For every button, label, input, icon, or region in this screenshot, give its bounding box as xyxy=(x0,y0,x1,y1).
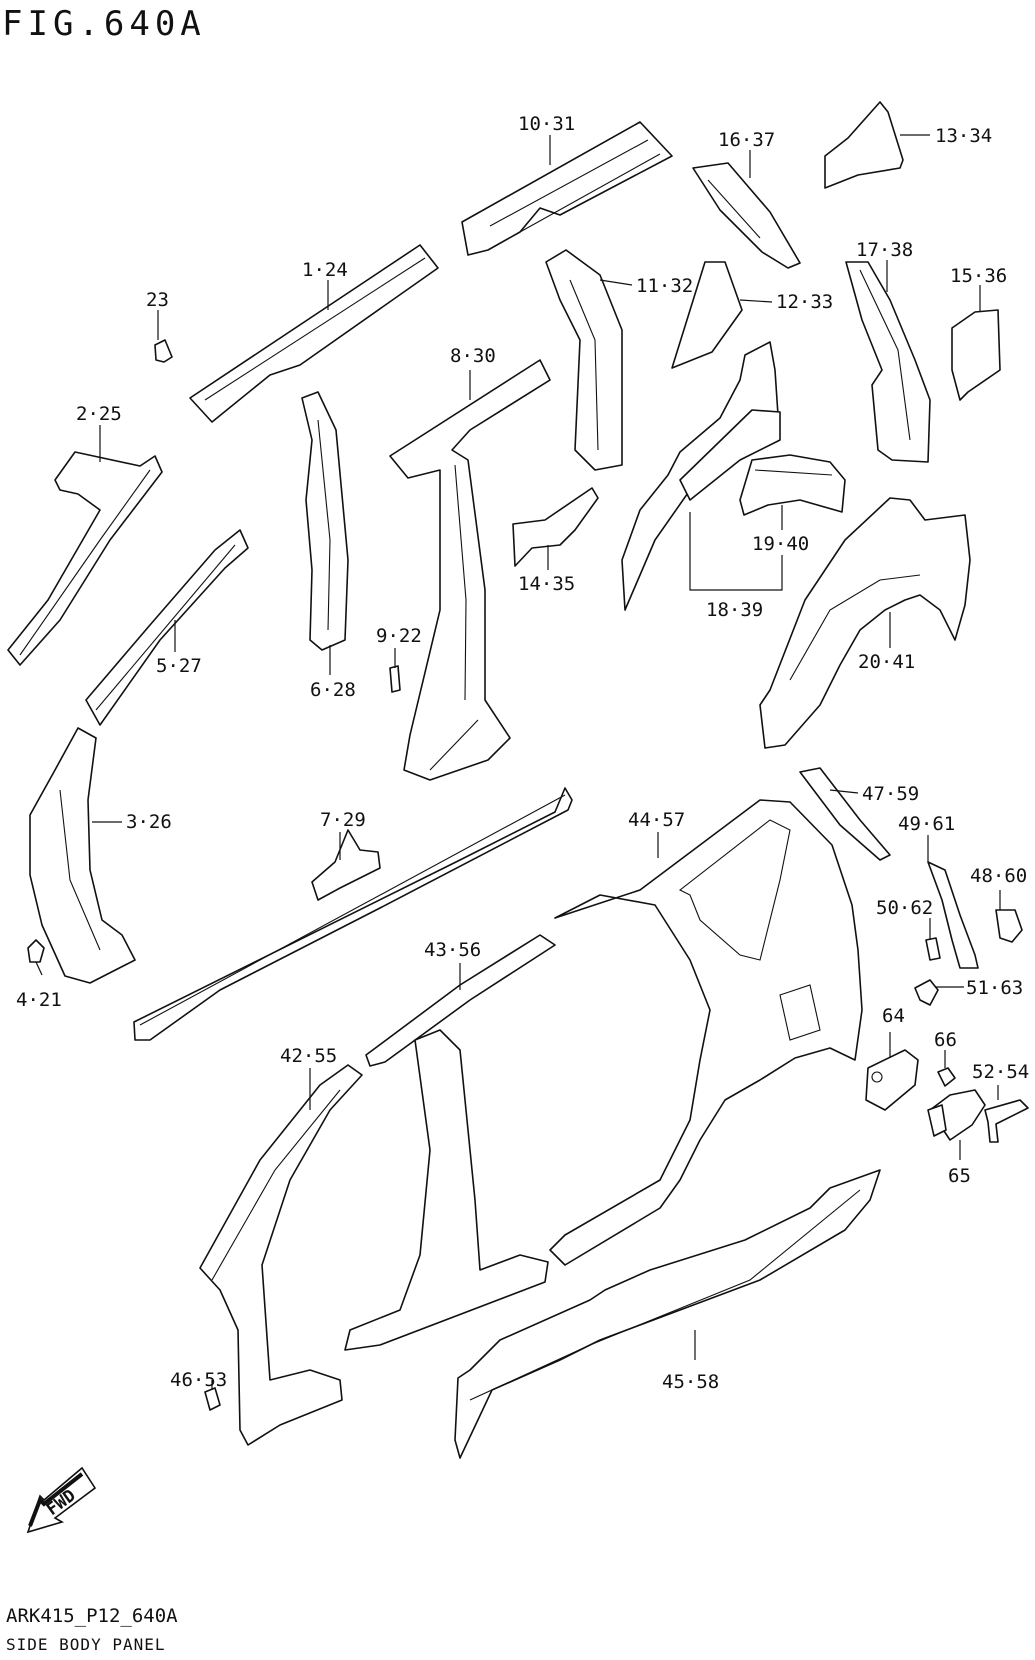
label-51-63: 51·63 xyxy=(966,977,1023,999)
part-11-32 xyxy=(545,249,623,471)
part-47-59 xyxy=(799,767,891,861)
part-42-55 xyxy=(199,1064,363,1446)
part-10-31 xyxy=(461,121,673,256)
callout-labels: 10·31 16·37 13·34 1·24 23 11·32 12·33 17… xyxy=(16,113,1029,1393)
part-4-21 xyxy=(27,939,45,963)
label-14-35: 14·35 xyxy=(518,573,575,595)
label-18-39: 18·39 xyxy=(706,599,763,621)
part-46-53 xyxy=(204,1387,221,1411)
part-50-62 xyxy=(925,937,941,961)
fwd-arrow-icon: FWD xyxy=(26,1466,97,1534)
part-15-36 xyxy=(951,309,1001,401)
label-6-28: 6·28 xyxy=(310,679,356,701)
part-6-28 xyxy=(301,391,349,651)
label-12-33: 12·33 xyxy=(776,291,833,313)
part-17-38 xyxy=(845,261,931,463)
label-15-36: 15·36 xyxy=(950,265,1007,287)
part-13-34 xyxy=(824,101,904,189)
part-16-37 xyxy=(692,162,801,269)
label-2-25: 2·25 xyxy=(76,403,122,425)
label-13-34: 13·34 xyxy=(935,125,992,147)
label-10-31: 10·31 xyxy=(518,113,575,135)
figure-title: FIG.640A xyxy=(2,4,206,44)
part-65 xyxy=(927,1089,986,1141)
label-23: 23 xyxy=(146,289,169,311)
label-7-29: 7·29 xyxy=(320,809,366,831)
label-19-40: 19·40 xyxy=(752,533,809,555)
label-49-61: 49·61 xyxy=(898,813,955,835)
label-5-27: 5·27 xyxy=(156,655,202,677)
part-2-25 xyxy=(7,451,163,666)
label-45-58: 45·58 xyxy=(662,1371,719,1393)
part-23 xyxy=(154,339,173,363)
label-43-56: 43·56 xyxy=(424,939,481,961)
part-45-58 xyxy=(454,1169,881,1459)
label-17-38: 17·38 xyxy=(856,239,913,261)
footer-code: ARK415_P12_640A xyxy=(6,1605,178,1627)
part-5-27 xyxy=(85,529,249,726)
part-66 xyxy=(937,1067,956,1087)
part-44-57 xyxy=(549,799,863,1266)
label-47-59: 47·59 xyxy=(862,783,919,805)
label-66: 66 xyxy=(934,1029,957,1051)
part-20-41 xyxy=(759,497,971,749)
label-64: 64 xyxy=(882,1005,905,1027)
label-1-24: 1·24 xyxy=(302,259,348,281)
label-11-32: 11·32 xyxy=(636,275,693,297)
label-9-22: 9·22 xyxy=(376,625,422,647)
part-18-39 xyxy=(621,341,781,611)
label-3-26: 3·26 xyxy=(126,811,172,833)
part-52-54 xyxy=(984,1099,1029,1143)
label-8-30: 8·30 xyxy=(450,345,496,367)
label-42-55: 42·55 xyxy=(280,1045,337,1067)
part-3-26 xyxy=(29,727,136,984)
label-16-37: 16·37 xyxy=(718,129,775,151)
part-51-63 xyxy=(914,979,939,1006)
part-1-24 xyxy=(189,244,439,423)
label-44-57: 44·57 xyxy=(628,809,685,831)
label-46-53: 46·53 xyxy=(170,1369,227,1391)
label-52-54: 52·54 xyxy=(972,1061,1029,1083)
label-20-41: 20·41 xyxy=(858,651,915,673)
part-19-40 xyxy=(739,454,846,516)
part-9-22 xyxy=(389,665,401,693)
label-48-60: 48·60 xyxy=(970,865,1027,887)
label-50-62: 50·62 xyxy=(876,897,933,919)
footer-panel-name: SIDE BODY PANEL xyxy=(6,1635,166,1654)
part-48-60 xyxy=(995,909,1023,943)
part-8-30 xyxy=(389,359,551,781)
part-12-33 xyxy=(671,261,743,369)
part-14-35 xyxy=(512,487,599,567)
leader-lines xyxy=(35,134,1001,1390)
label-65: 65 xyxy=(948,1165,971,1187)
part-49-61 xyxy=(927,861,979,969)
part-64 xyxy=(865,1049,919,1111)
label-4-21: 4·21 xyxy=(16,989,62,1011)
part-7-29 xyxy=(133,787,573,1041)
part-43-56 xyxy=(344,934,556,1351)
